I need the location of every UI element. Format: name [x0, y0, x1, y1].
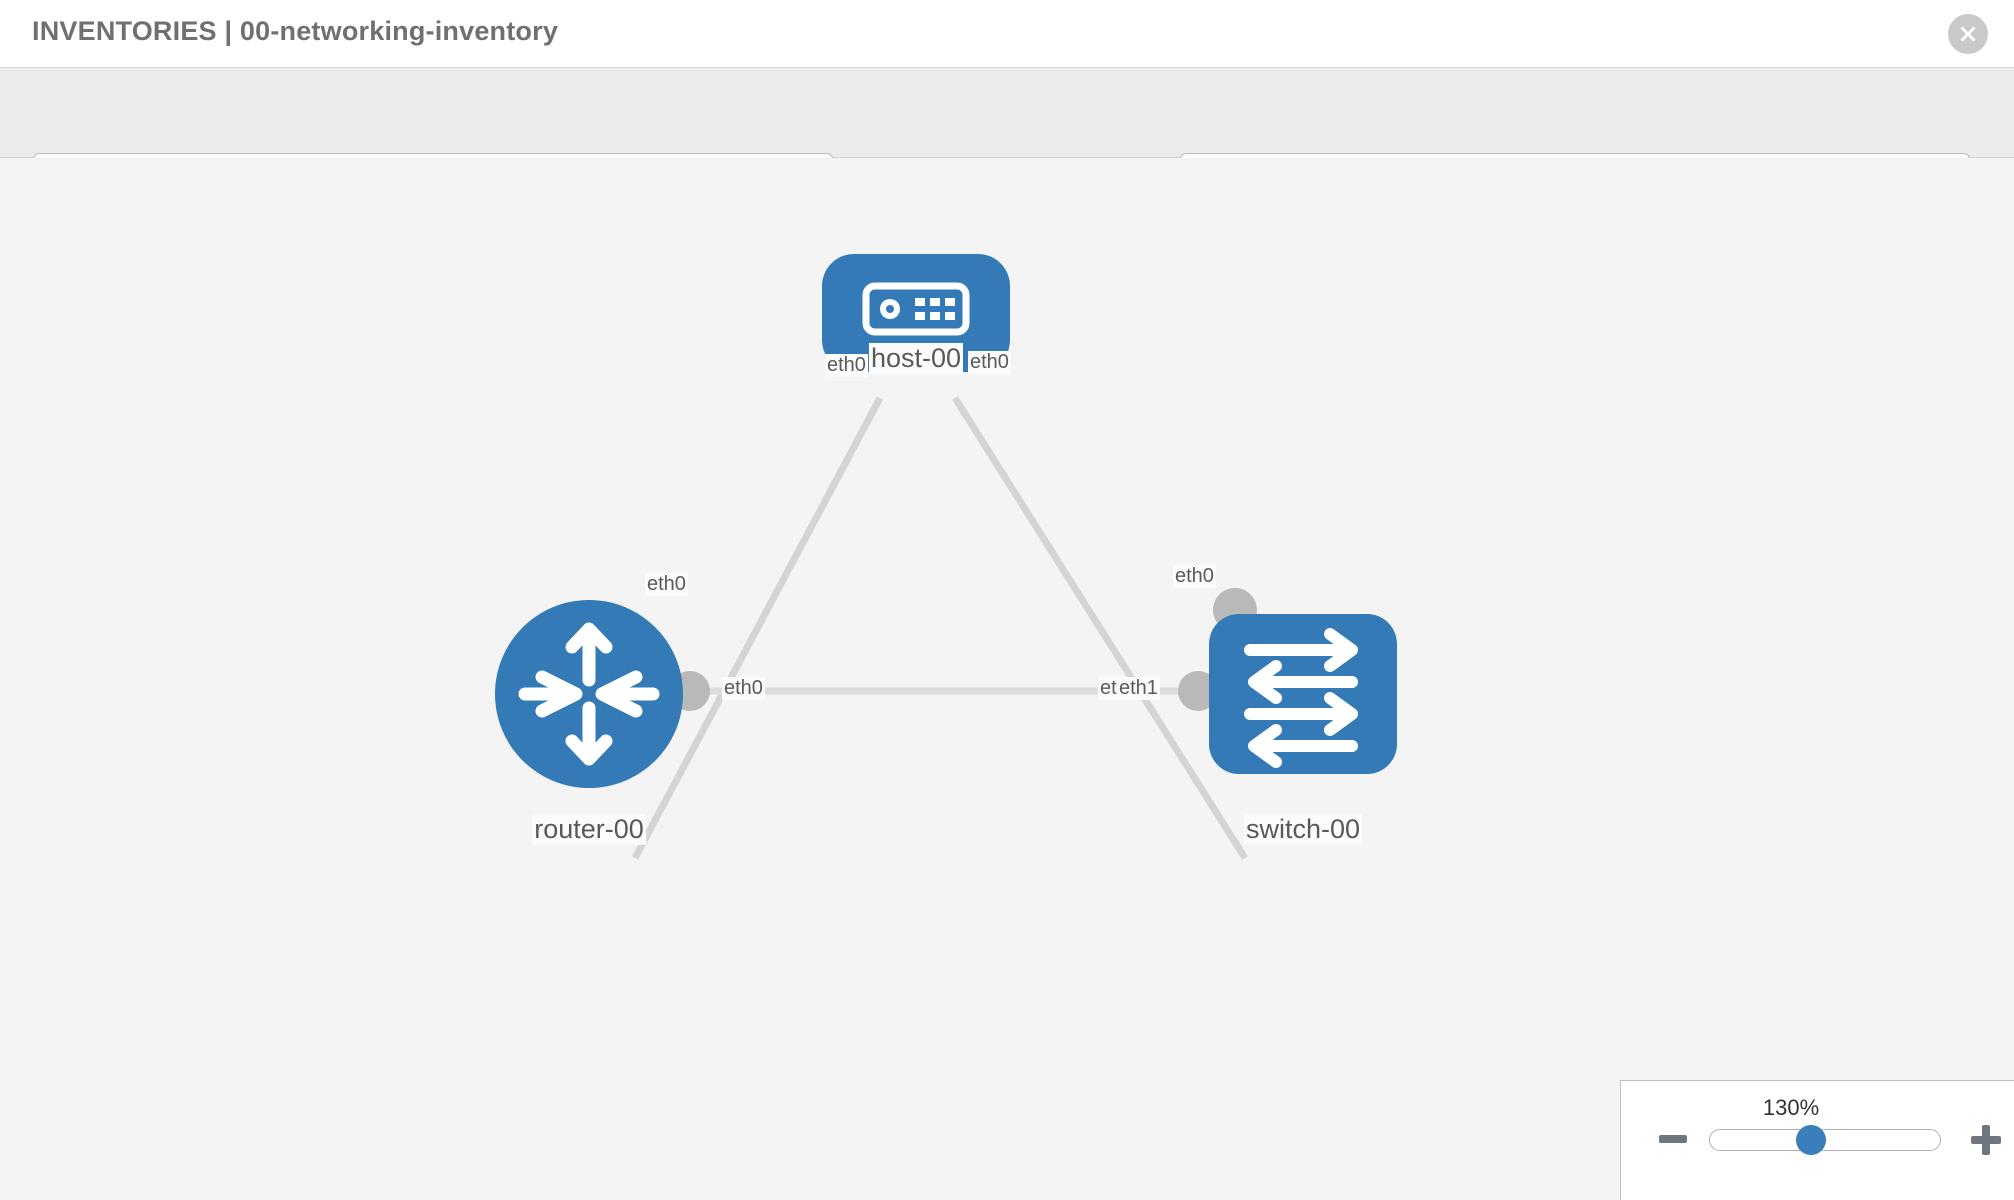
node-switch-00 — [1209, 614, 1397, 774]
connector-switch-left — [1178, 671, 1218, 711]
zoom-in-button[interactable] — [1971, 1125, 2001, 1155]
edge-host-switch — [952, 396, 1248, 860]
node-label-host: host-00 — [868, 343, 964, 374]
zoom-control-panel: 130% — [1620, 1080, 2014, 1200]
interface-label: eth0 — [1173, 565, 1216, 588]
interface-label: eth0 — [722, 677, 765, 700]
interface-label: eth0 — [645, 573, 688, 596]
edge-host-router — [631, 396, 884, 860]
interface-label: eth0 — [968, 351, 1011, 374]
close-icon[interactable] — [1948, 14, 1988, 54]
zoom-level-value: 130% — [1762, 1095, 1820, 1120]
interface-label: eth0 — [825, 354, 868, 377]
graph-connectors — [670, 321, 1257, 711]
topology-graph — [495, 254, 1397, 860]
node-label-router: router-00 — [532, 814, 646, 845]
node-label-switch: switch-00 — [1243, 814, 1363, 845]
zoom-out-button[interactable] — [1659, 1135, 1687, 1143]
page-header: INVENTORIES | 00-networking-inventory — [0, 0, 2014, 68]
zoom-slider-thumb[interactable] — [1796, 1125, 1826, 1155]
graph-edges — [600, 396, 1300, 860]
toolbar: ACTIONS SEARCH — [0, 68, 2014, 205]
topology-canvas[interactable]: host-00 router-00 switch-00 eth0 eth0 et… — [0, 158, 2014, 1200]
node-host-00 — [822, 254, 1010, 372]
node-router-00 — [495, 600, 683, 788]
page-title: INVENTORIES | 00-networking-inventory — [32, 16, 559, 46]
interface-label: eth1 — [1117, 677, 1160, 700]
